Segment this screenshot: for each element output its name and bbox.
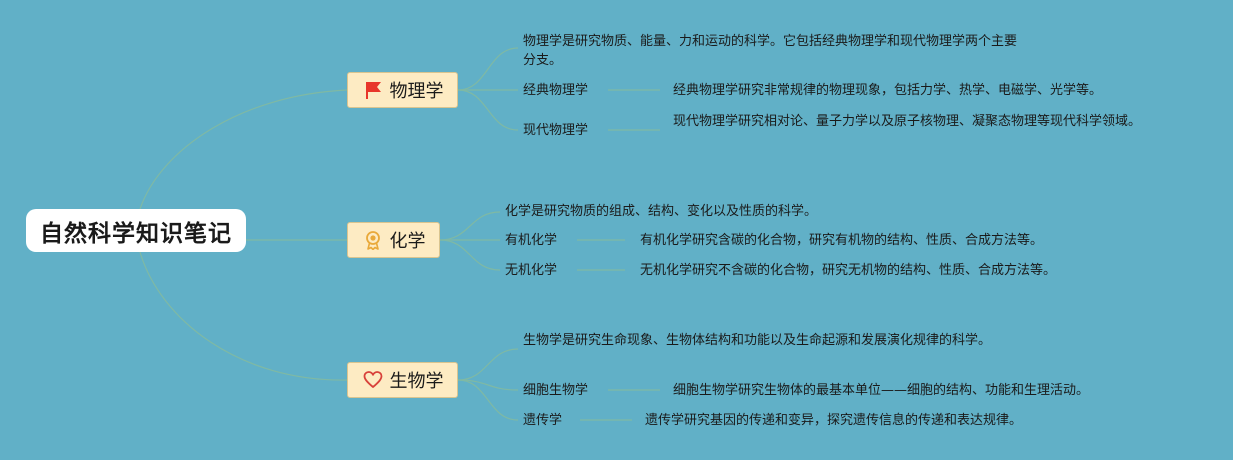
biology-intro: 生物学是研究生命现象、生物体结构和功能以及生命起源和发展演化规律的科学。 — [523, 333, 992, 348]
chemistry-inorganic-label[interactable]: 无机化学 — [505, 263, 558, 278]
biology-cell-label[interactable]: 细胞生物学 — [523, 383, 589, 398]
branch-label: 化学 — [389, 231, 426, 252]
chemistry-organic-label[interactable]: 有机化学 — [505, 233, 558, 248]
chemistry-intro: 化学是研究物质的组成、结构、变化以及性质的科学。 — [505, 204, 818, 219]
physics-intro: 物理学是研究物质、能量、力和运动的科学。它包括经典物理学和现代物理学两个主要分支… — [523, 34, 1018, 68]
branch-biology[interactable]: 生物学 — [347, 362, 458, 398]
root-topic[interactable]: 自然科学知识笔记 — [26, 209, 246, 252]
biology-genetics-note: 遗传学研究基因的传递和变异，探究遗传信息的传递和表达规律。 — [645, 413, 1023, 428]
physics-classical-label[interactable]: 经典物理学 — [523, 83, 589, 98]
physics-classical-note: 经典物理学研究非常规律的物理现象，包括力学、热学、电磁学、光学等。 — [673, 83, 1103, 98]
branch-label: 生物学 — [389, 371, 444, 392]
root-title: 自然科学知识笔记 — [40, 220, 232, 247]
heart-icon — [362, 369, 384, 391]
physics-modern-label[interactable]: 现代物理学 — [523, 123, 589, 138]
chemistry-organic-note: 有机化学研究含碳的化合物，研究有机物的结构、性质、合成方法等。 — [640, 233, 1044, 248]
physics-modern-note: 现代物理学研究相对论、量子力学以及原子核物理、凝聚态物理等现代科学领域。 — [673, 114, 1142, 129]
biology-cell-note: 细胞生物学研究生物体的最基本单位——细胞的结构、功能和生理活动。 — [673, 383, 1090, 398]
branch-physics[interactable]: 物理学 — [347, 72, 458, 108]
biology-genetics-label[interactable]: 遗传学 — [523, 413, 563, 428]
award-medal-icon — [362, 229, 384, 251]
branch-chemistry[interactable]: 化学 — [347, 222, 440, 258]
branch-label: 物理学 — [389, 81, 444, 102]
chemistry-inorganic-note: 无机化学研究不含碳的化合物，研究无机物的结构、性质、合成方法等。 — [640, 263, 1057, 278]
red-flag-icon — [362, 79, 384, 101]
